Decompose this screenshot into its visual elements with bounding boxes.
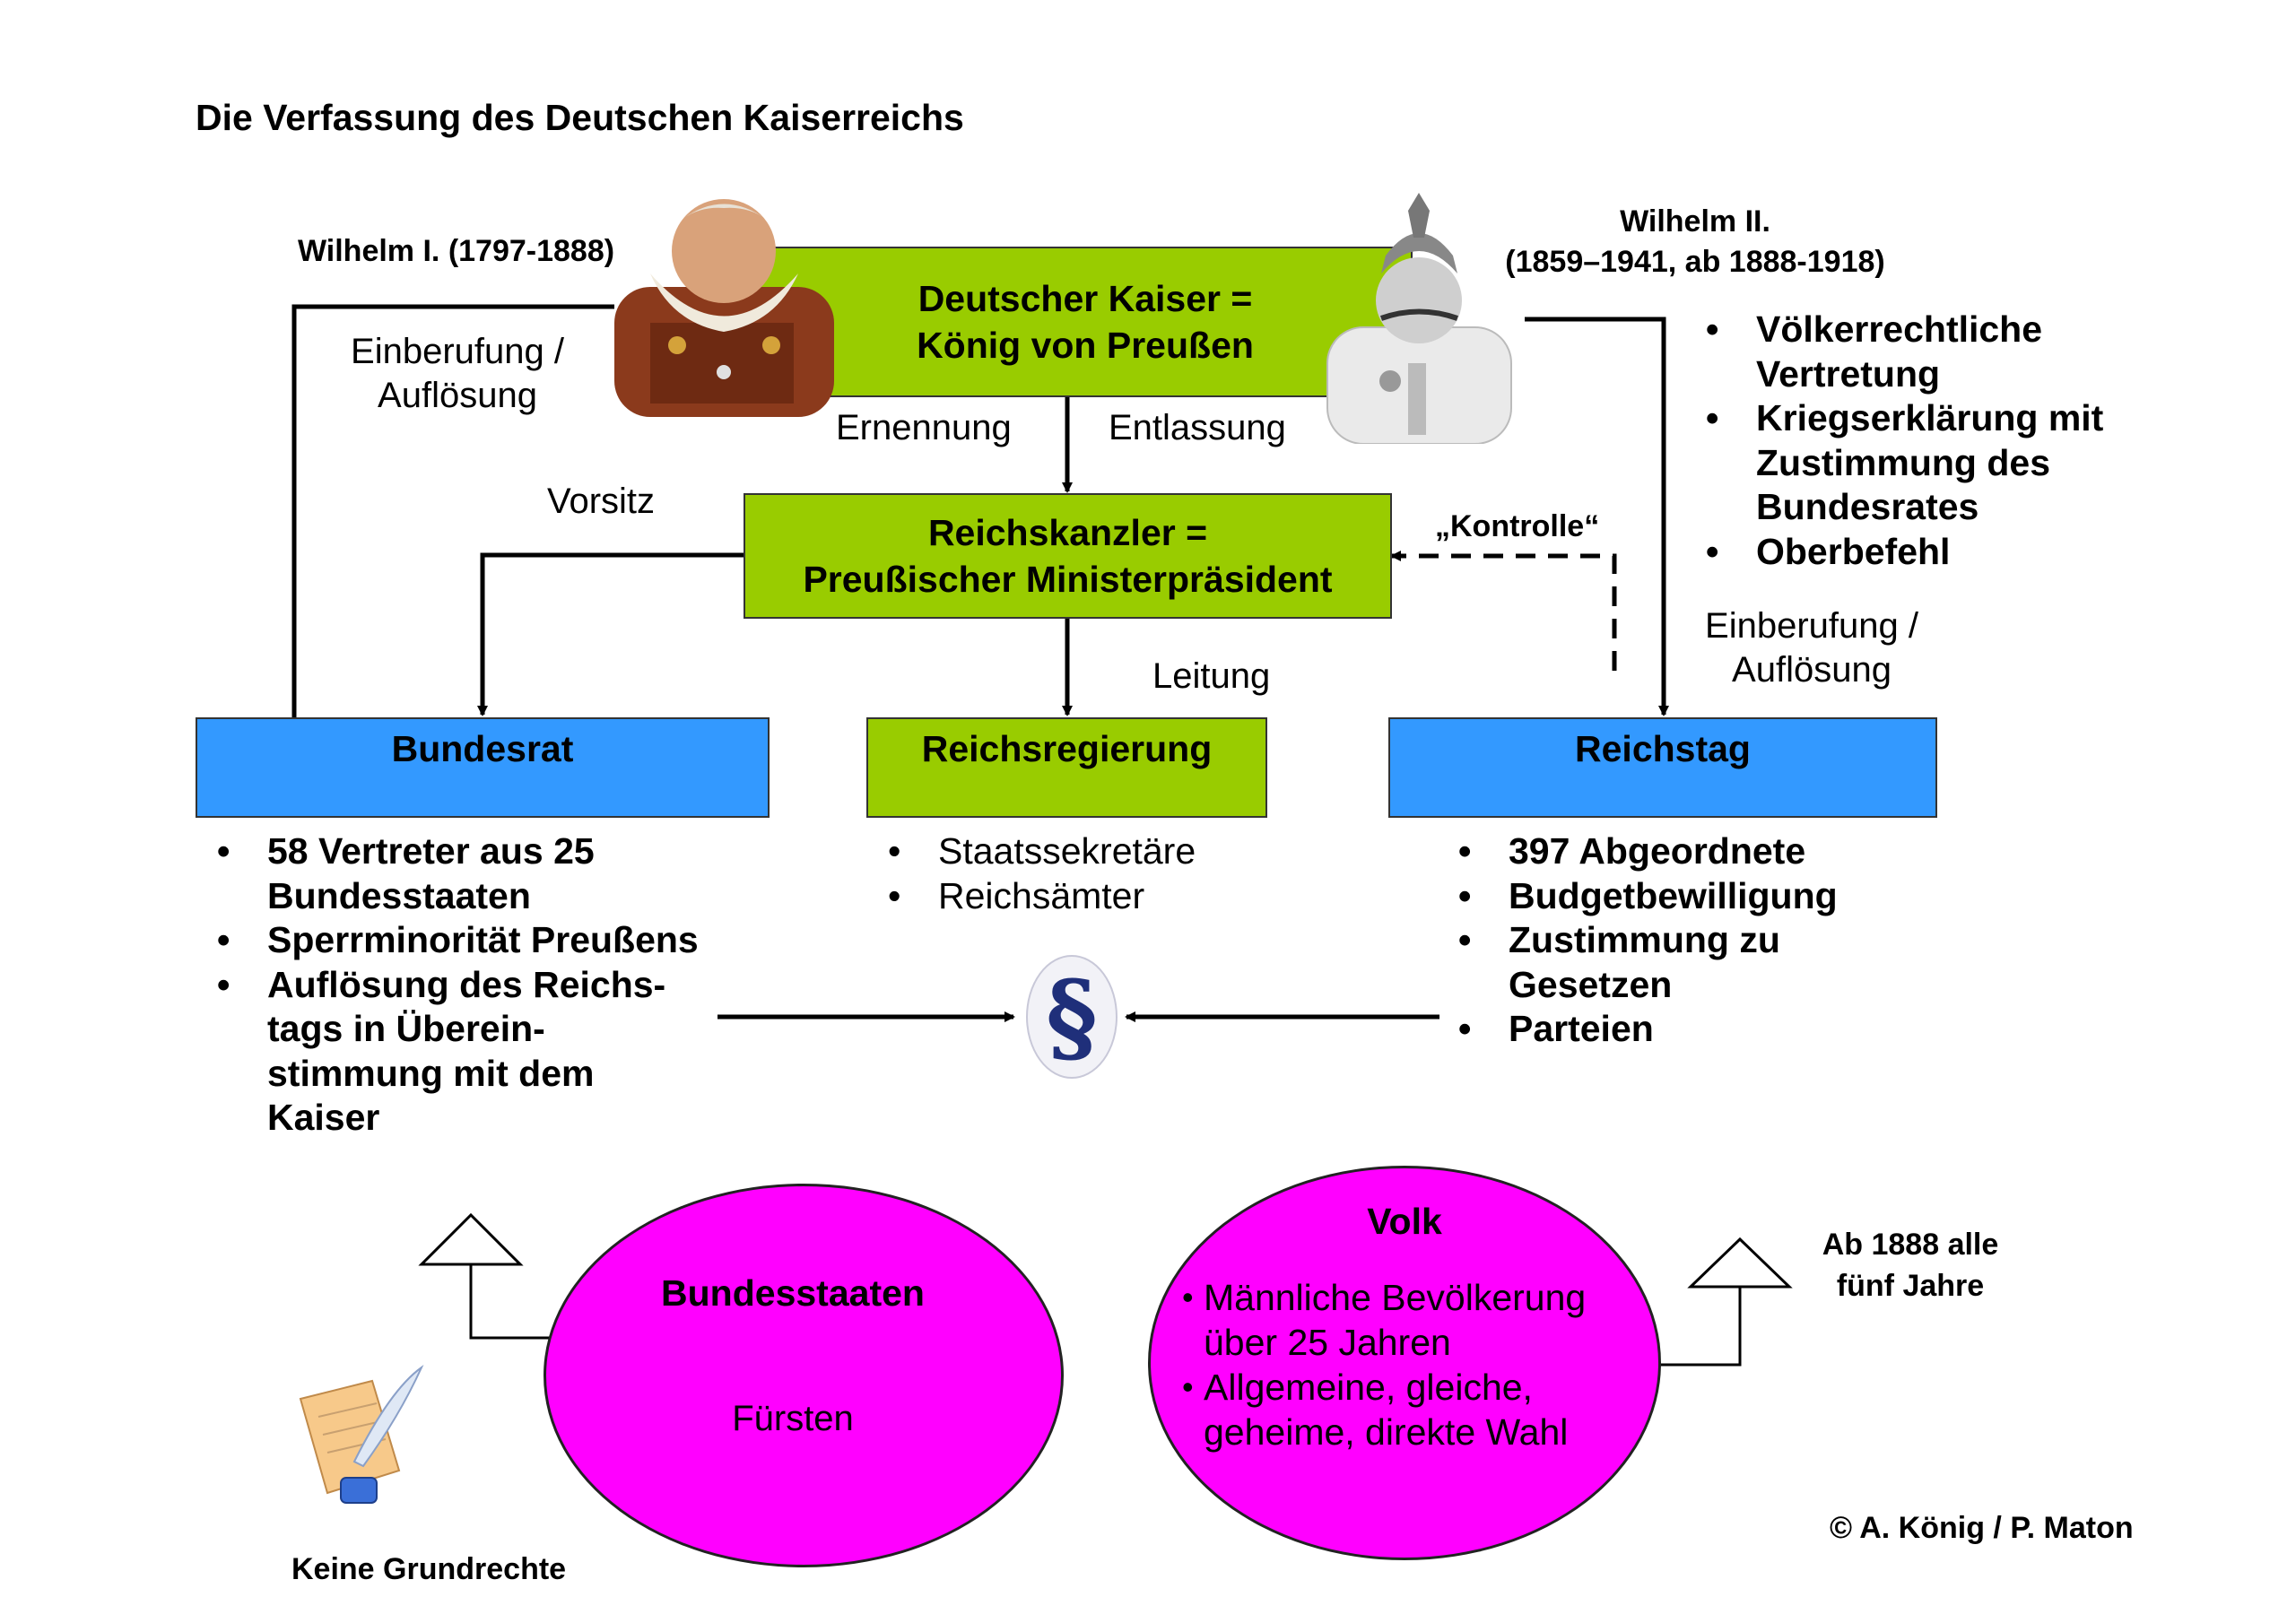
copyright: © A. König / P. Maton bbox=[1830, 1511, 2134, 1545]
quill-icon bbox=[291, 1363, 426, 1511]
bundesrat-box: Bundesrat bbox=[196, 717, 770, 818]
wilhelm2-caption-line1: Wilhelm II. bbox=[1620, 204, 1770, 239]
volk-item: Allgemeine, gleiche, geheime, direkte Wa… bbox=[1182, 1365, 1648, 1454]
portrait-icon bbox=[1326, 193, 1512, 445]
ernennung-label: Ernennung bbox=[836, 408, 1012, 447]
bundesrat-list: 58 Vertreter aus 25 Bundesstaaten Sperrm… bbox=[199, 829, 701, 1141]
reichstag-item: Budgetbewilligung bbox=[1440, 874, 1907, 919]
election-note-line2: fünf Jahre bbox=[1836, 1269, 1985, 1303]
portrait-wilhelm-1 bbox=[614, 188, 834, 417]
einberufung-left-label: Einberufung / Auflösung bbox=[332, 330, 583, 418]
bundesrat-item: 58 Vertreter aus 25 Bundesstaaten bbox=[199, 829, 701, 918]
svg-text:§: § bbox=[1046, 959, 1098, 1074]
reichsregierung-item: Staatssekretäre bbox=[870, 829, 1247, 874]
reichsregierung-title: Reichsregierung bbox=[921, 728, 1213, 769]
einberufung-left-line bbox=[289, 304, 614, 750]
einberufung-right-line1: Einberufung / bbox=[1705, 606, 1918, 646]
entlassung-label: Entlassung bbox=[1109, 408, 1286, 447]
bundesstaaten-ellipse bbox=[544, 1184, 1064, 1567]
kaiser-rights-list: Völkerrechtliche Vertretung Kriegserklär… bbox=[1688, 308, 2190, 574]
einberufung-left-line1: Einberufung / bbox=[351, 332, 564, 371]
kanzler-box: Reichskanzler = Preußischer Ministerpräs… bbox=[744, 493, 1392, 619]
volk-item: Männliche Bevölkerung über 25 Jahren bbox=[1182, 1275, 1648, 1365]
kaiser-title-line1: Deutscher Kaiser = bbox=[918, 278, 1253, 319]
paragraph-icon: § bbox=[1022, 952, 1121, 1082]
bundesrat-item: Sperrminorität Preußens bbox=[199, 918, 701, 963]
kaiser-right-item: Völkerrechtliche Vertretung bbox=[1688, 308, 2190, 396]
portrait-icon bbox=[614, 199, 834, 417]
kanzler-title-line1: Reichskanzler = bbox=[927, 512, 1208, 553]
kaiser-right-item: Kriegserklärung mit Zustimmung des Bunde… bbox=[1688, 396, 2190, 530]
reichstag-item: Parteien bbox=[1440, 1007, 1907, 1052]
reichstag-box: Reichstag bbox=[1388, 717, 1937, 818]
bundesrat-item: Auflösung des Reichs-tags in Überein-sti… bbox=[199, 963, 701, 1141]
election-note: Ab 1888 alle fünf Jahre bbox=[1794, 1224, 2027, 1306]
no-rights-label: Keine Grundrechte bbox=[291, 1552, 567, 1586]
reichsregierung-item: Reichsämter bbox=[870, 874, 1247, 919]
reichstag-list: 397 Abgeordnete Budgetbewilligung Zustim… bbox=[1440, 829, 1907, 1052]
bundesrat-title: Bundesrat bbox=[391, 728, 574, 769]
wilhelm1-caption: Wilhelm I. (1797-1888) bbox=[298, 234, 615, 268]
reichstag-item: 397 Abgeordnete bbox=[1440, 829, 1907, 874]
kontrolle-line bbox=[1390, 551, 1617, 671]
kaiser-right-item: Oberbefehl bbox=[1688, 530, 2190, 575]
bundesstaaten-up-arrowhead bbox=[418, 1212, 524, 1266]
kontrolle-label: „Kontrolle“ bbox=[1435, 509, 1600, 543]
einberufung-right-line bbox=[1525, 317, 1669, 716]
bundesstaaten-sub: Fürsten bbox=[732, 1399, 854, 1438]
portrait-wilhelm-2 bbox=[1318, 193, 1520, 445]
einberufung-right-line2: Auflösung bbox=[1732, 650, 1892, 690]
reichstag-item: Zustimmung zu Gesetzen bbox=[1440, 918, 1907, 1007]
vorsitz-label: Vorsitz bbox=[547, 482, 656, 521]
wilhelm2-caption-line2: (1859–1941, ab 1888-1918) bbox=[1505, 245, 1885, 279]
page-title: Die Verfassung des Deutschen Kaiserreich… bbox=[196, 97, 964, 138]
einberufung-left-line2: Auflösung bbox=[378, 376, 537, 415]
wilhelm2-caption: Wilhelm II. (1859–1941, ab 1888-1918) bbox=[1489, 202, 1901, 282]
kaiser-title-line2: König von Preußen bbox=[917, 325, 1254, 366]
leitung-label: Leitung bbox=[1152, 656, 1271, 696]
kaiser-box: Deutscher Kaiser = König von Preußen bbox=[758, 247, 1413, 397]
reichstag-title: Reichstag bbox=[1575, 728, 1751, 769]
election-note-line1: Ab 1888 alle bbox=[1822, 1228, 1999, 1262]
bundesstaaten-title: Bundesstaaten bbox=[661, 1272, 925, 1314]
einberufung-right-label: Einberufung / Auflösung bbox=[1686, 604, 1937, 692]
volk-title: Volk bbox=[1367, 1201, 1442, 1242]
reichsregierung-list: Staatssekretäre Reichsämter bbox=[870, 829, 1247, 918]
kanzler-title-line2: Preußischer Ministerpräsident bbox=[803, 559, 1333, 600]
volk-up-arrowhead bbox=[1687, 1237, 1793, 1289]
volk-list: Männliche Bevölkerung über 25 Jahren All… bbox=[1182, 1275, 1648, 1454]
reichsregierung-box: Reichsregierung bbox=[866, 717, 1267, 818]
vorsitz-line bbox=[477, 552, 744, 716]
